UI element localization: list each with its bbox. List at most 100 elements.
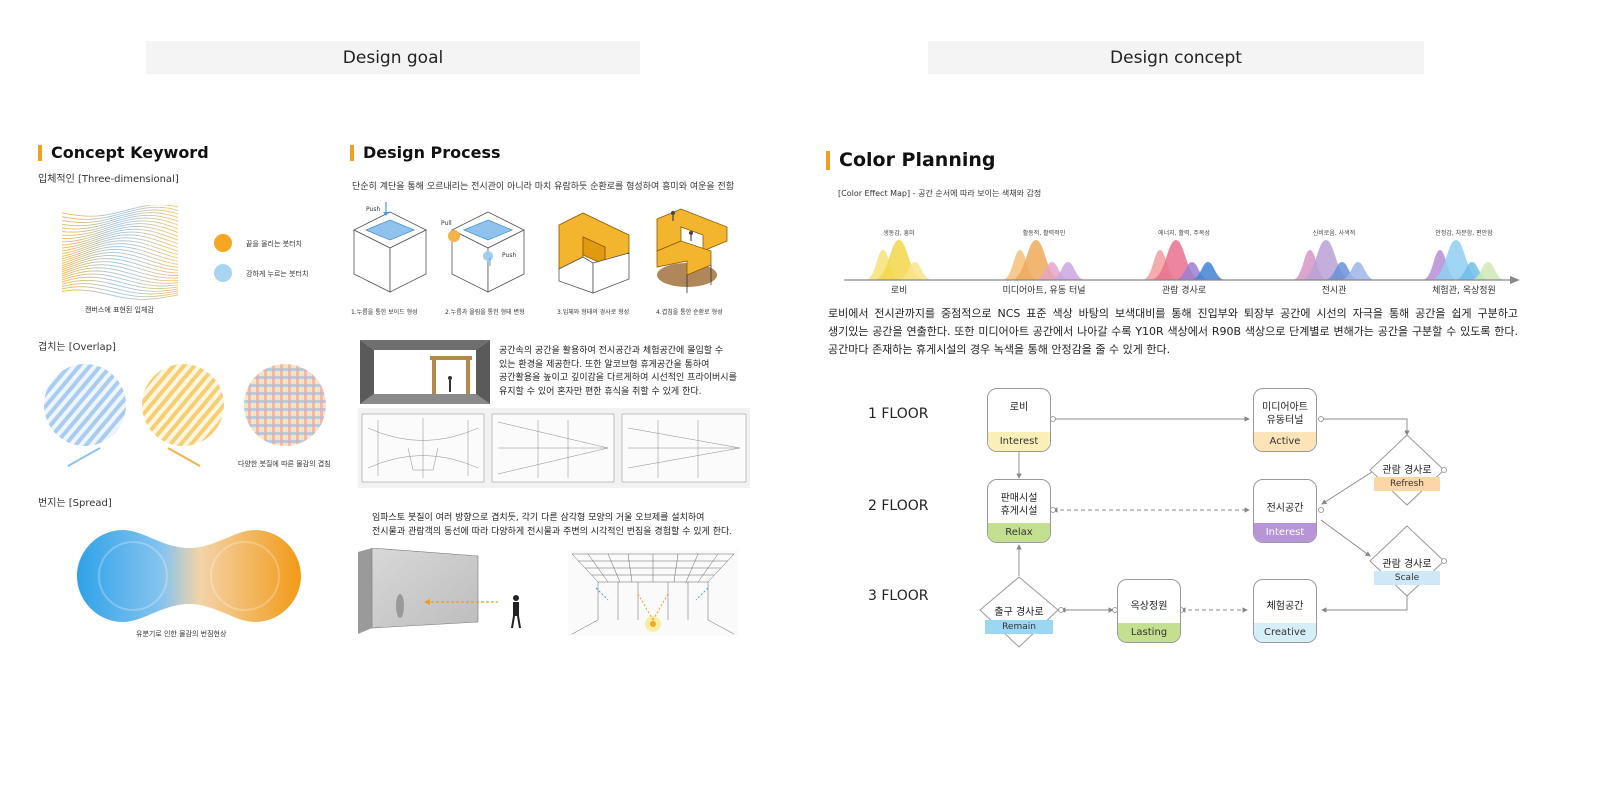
wave-stroke — [61, 205, 179, 217]
node-experience-label: 체험공간 — [1266, 601, 1304, 612]
exit-ramp-tag: Remain — [985, 620, 1053, 634]
floor-1-label: 1 FLOOR — [868, 406, 929, 422]
color-mound — [1190, 262, 1226, 280]
legend-down-label: 강하게 누르는 붓터치 — [246, 270, 309, 278]
floor-2-label: 2 FLOOR — [868, 498, 929, 514]
exit-ramp-label: 출구 경사로 — [994, 607, 1044, 618]
color-paragraph-line: 로비에서 전시관까지를 중점적으로 NCS 표준 색상 바탕의 보색대비를 통해… — [828, 307, 1518, 320]
color-paragraph-line: 공간마다 존재하는 휴게시설의 경우 녹색을 통해 안정감을 줄 수 있게 한다… — [828, 343, 1171, 356]
node-exhibit: 전시공간 Interest — [1253, 479, 1317, 543]
node-garden-label: 옥상정원 — [1130, 601, 1168, 612]
legend-up-label: 끝을 올리는 붓터치 — [246, 240, 302, 248]
step-caption-4: 4.겹침을 통한 순환로 형성 — [656, 309, 723, 316]
ramp-2-label: 관람 경사로 — [1382, 559, 1432, 570]
wave-stroke — [61, 261, 178, 276]
step-2-cube-illustration — [448, 211, 525, 293]
wavy-canvas-illustration — [61, 205, 179, 300]
node-media-label: 미디어아트 유동터널 — [1262, 402, 1308, 426]
spread-caption: 유분기로 인한 물감의 번짐현상 — [136, 630, 227, 638]
color-mound — [1340, 262, 1376, 280]
node-lobby-label: 로비 — [1009, 402, 1029, 413]
floor-3-label: 3 FLOOR — [868, 588, 929, 604]
node-garden-tag: Lasting — [1118, 623, 1180, 642]
zone-emotion-label: 안정감, 차분함, 편안함 — [1435, 230, 1493, 237]
node-shop-label: 판매시설 휴게시설 — [1000, 493, 1038, 517]
color-mound — [1050, 262, 1086, 280]
impasto-paragraph: 임파스토 붓질이 여러 방향으로 겹치듯, 각기 다른 삼각형 모양의 거울 오… — [372, 511, 732, 539]
design-process-title: Design Process — [350, 145, 501, 161]
wave-stroke — [61, 289, 179, 300]
wave-stroke — [61, 234, 179, 252]
space-paragraph-line: 유지할 수 있어 혼자만 편한 휴식을 취할 수 있게 한다. — [499, 386, 702, 397]
zone-emotion-label: 생동감, 흥미 — [883, 230, 915, 237]
wave-stroke — [61, 243, 179, 260]
push-label-2: Push — [502, 252, 517, 259]
ramp-2-tag: Scale — [1374, 571, 1440, 585]
wave-stroke — [61, 267, 179, 282]
space-paragraph-line: 있는 환경을 제공한다. 또한 알코브형 휴게공간을 통하여 — [499, 359, 710, 370]
zone-name-label: 미디어아트, 유동 터널 — [1002, 286, 1086, 296]
wave-stroke — [61, 212, 179, 227]
ramp-1-label: 관람 경사로 — [1382, 465, 1432, 476]
step-caption-2: 2.누름과 올림을 통한 형태 변형 — [445, 309, 525, 316]
overlap-circles-illustration — [44, 364, 326, 467]
wave-stroke — [61, 214, 179, 230]
wave-stroke — [61, 283, 179, 295]
zone-name-label: 체험관, 옥상정원 — [1432, 286, 1496, 296]
node-lobby: 로비 Interest — [987, 388, 1051, 452]
wave-stroke — [61, 270, 179, 284]
wave-stroke — [61, 237, 179, 255]
color-mound — [897, 262, 933, 280]
wave-stroke — [61, 246, 179, 262]
node-experience-tag: Creative — [1254, 623, 1316, 642]
color-mound — [1470, 262, 1506, 280]
step-caption-3: 3.입체와 형태의 경사로 형성 — [557, 309, 630, 316]
zone-emotion-label: 신비로움, 사색적 — [1312, 230, 1356, 237]
color-effect-map — [844, 240, 1520, 284]
legend-down-dot — [214, 264, 232, 282]
spread-label: 번지는 [Spread] — [38, 498, 112, 509]
step-1-cube-illustration — [353, 202, 427, 293]
design-concept-header: Design concept — [928, 41, 1424, 74]
zone-name-label: 전시관 — [1321, 286, 1347, 296]
design-goal-header: Design goal — [146, 41, 640, 74]
overlap-caption: 다양한 붓질에 따른 물감의 겹침 — [238, 460, 331, 468]
mirror-wall-illustration — [358, 548, 521, 634]
color-map-caption: [Color Effect Map] - 공간 순서에 따라 보이는 색채와 감… — [838, 189, 1042, 198]
node-shop-tag: Relax — [988, 523, 1050, 542]
wave-stroke — [61, 240, 179, 257]
concept-keyword-title: Concept Keyword — [38, 145, 209, 161]
overlap-label: 겹치는 [Overlap] — [38, 342, 116, 353]
impasto-paragraph-line: 임파스토 붓질이 여러 방향으로 겹치듯, 각기 다른 삼각형 모양의 거울 오… — [372, 513, 705, 523]
mirror-ceiling-perspective — [568, 550, 738, 636]
step-4-loop-illustration — [656, 208, 728, 293]
ramp-1-tag: Refresh — [1374, 477, 1440, 491]
wave-stroke — [61, 286, 179, 298]
node-lobby-tag: Interest — [988, 432, 1050, 451]
node-exhibit-tag: Interest — [1254, 523, 1316, 542]
pull-label: Pull — [441, 220, 452, 227]
space-paragraph-line: 공간속의 공간을 활용하여 전시공간과 체험공간에 몰입할 수 — [499, 346, 724, 356]
interior-sketches-strip — [358, 408, 750, 488]
three-dimensional-label: 입체적인 [Three-dimensional] — [38, 174, 179, 185]
impasto-paragraph-line: 전시물과 관람객의 동선에 따라 다양하게 전시물과 주변의 시각적인 번짐을 … — [372, 527, 733, 537]
wave-stroke — [61, 220, 179, 236]
spread-blob-illustration — [77, 530, 301, 622]
node-exhibit-label: 전시공간 — [1266, 503, 1304, 514]
color-paragraph-line: 생기있는 공간을 연출한다. 또한 미디어아트 공간에서 나아갈 수록 Y10R… — [828, 325, 1518, 338]
canvas-caption: 캔버스에 표현된 입체감 — [85, 306, 154, 314]
color-planning-title: Color Planning — [826, 151, 996, 170]
color-planning-paragraph: 로비에서 전시관까지를 중점적으로 NCS 표준 색상 바탕의 보색대비를 통해… — [828, 305, 1518, 359]
wave-stroke — [61, 228, 179, 246]
wave-stroke — [61, 279, 179, 292]
space-paragraph: 공간속의 공간을 활용하여 전시공간과 체험공간에 몰입할 수 있는 환경을 제… — [499, 345, 737, 399]
wave-stroke — [61, 249, 179, 265]
wave-stroke — [61, 217, 179, 233]
step-caption-1: 1.누름을 통한 보이드 형성 — [351, 309, 418, 316]
alcove-room-illustration — [360, 340, 490, 404]
wave-stroke — [61, 209, 179, 223]
zone-name-label: 로비 — [890, 286, 908, 296]
node-experience: 체험공간 Creative — [1253, 579, 1317, 643]
legend-up-dot — [214, 234, 232, 252]
wave-stroke — [61, 223, 179, 240]
